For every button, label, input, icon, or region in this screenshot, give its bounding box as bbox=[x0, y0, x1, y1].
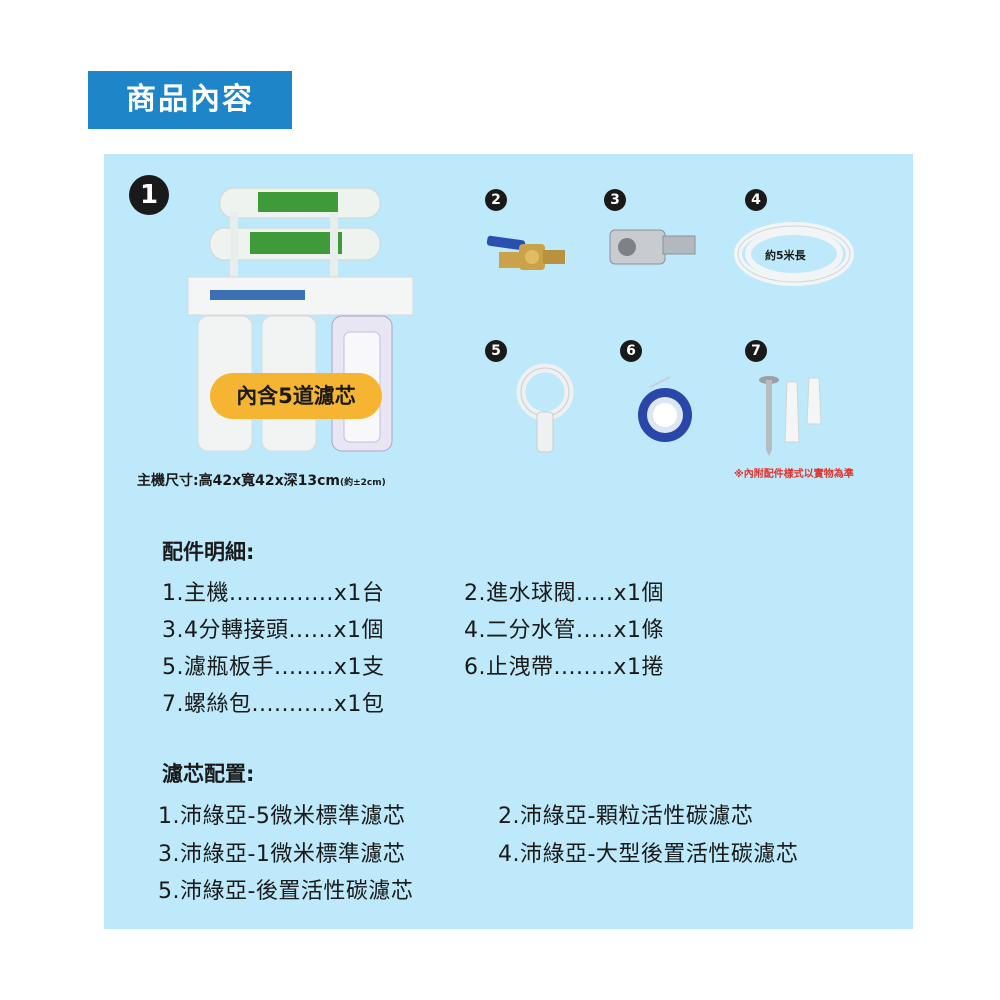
section-title: 商品內容 bbox=[88, 71, 292, 129]
filter-item: 1.沛綠亞-5微米標準濾芯 bbox=[158, 804, 406, 829]
adapter-fitting-icon bbox=[609, 229, 696, 265]
water-purifier-unit-image bbox=[187, 187, 414, 452]
accessory-item: 3.4分轉接頭......x1個 bbox=[162, 618, 384, 643]
filters-heading: 濾芯配置: bbox=[162, 762, 255, 786]
screw-pack-icon bbox=[759, 376, 822, 456]
accessory-item: 7.螺絲包...........x1包 bbox=[162, 692, 385, 717]
filter-item: 5.沛綠亞-後置活性碳濾芯 bbox=[158, 879, 414, 904]
accessory-item: 1.主機..............x1台 bbox=[162, 581, 385, 606]
seal-tape-icon bbox=[638, 376, 692, 442]
unit-dimensions: 主機尺寸:高42x寬42x深13cm(約±2cm) bbox=[137, 470, 386, 490]
accessory-style-note: ※內附配件樣式以實物為準 bbox=[734, 469, 854, 480]
filter-count-badge: 內含5道濾芯 bbox=[210, 373, 382, 419]
accessory-item: 5.濾瓶板手........x1支 bbox=[162, 655, 385, 680]
item-number-badge: 1 bbox=[129, 175, 169, 215]
accessories-heading: 配件明細: bbox=[162, 540, 255, 564]
ball-valve-icon bbox=[486, 235, 565, 270]
filter-item: 3.沛綠亞-1微米標準濾芯 bbox=[158, 842, 406, 867]
part-number-6: 6 bbox=[620, 340, 642, 362]
accessory-item: 2.進水球閥.....x1個 bbox=[464, 581, 664, 606]
part-number-5: 5 bbox=[485, 340, 507, 362]
part-number-7: 7 bbox=[745, 340, 767, 362]
part-number-2: 2 bbox=[485, 189, 507, 211]
filter-item: 4.沛綠亞-大型後置活性碳濾芯 bbox=[498, 842, 799, 867]
tube-length-label: 約5米長 bbox=[765, 249, 806, 262]
part-number-3: 3 bbox=[604, 189, 626, 211]
filter-wrench-icon bbox=[516, 363, 574, 453]
dimensions-text: 主機尺寸:高42x寬42x深13cm bbox=[137, 473, 340, 489]
part-number-4: 4 bbox=[745, 189, 767, 211]
accessory-item: 6.止洩帶........x1捲 bbox=[464, 655, 664, 680]
dimensions-tolerance: (約±2cm) bbox=[340, 478, 386, 488]
filter-item: 2.沛綠亞-顆粒活性碳濾芯 bbox=[498, 804, 754, 829]
accessory-item: 4.二分水管.....x1條 bbox=[464, 618, 664, 643]
tube-coil-icon bbox=[734, 222, 854, 286]
